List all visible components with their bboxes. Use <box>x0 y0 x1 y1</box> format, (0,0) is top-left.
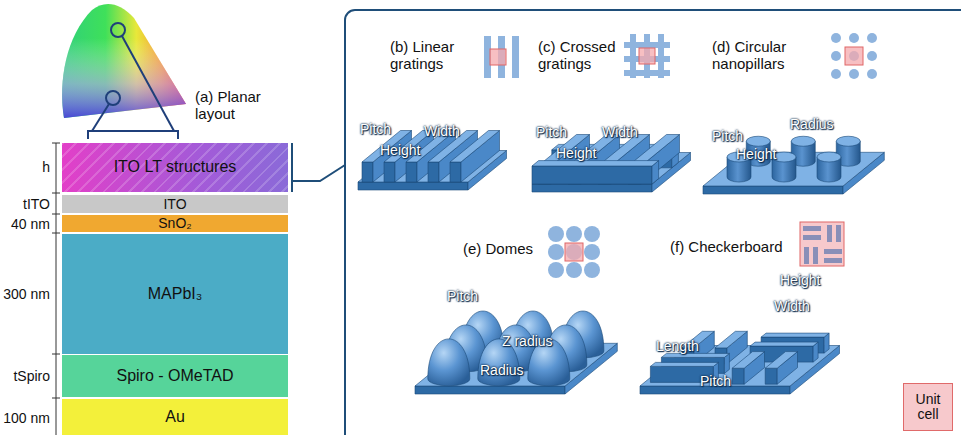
panel-title: (e) Domes <box>463 240 533 257</box>
layer-band: ITO LT structures <box>62 143 288 192</box>
dimension-label: Width <box>602 124 638 140</box>
dimension-label: Height <box>780 272 820 288</box>
unit-cell-swatch: Unit cell <box>903 383 953 431</box>
layer-band: SnO₂ <box>62 215 288 232</box>
dimension-label: Radius <box>790 116 834 132</box>
layer-band: ITO <box>62 195 288 213</box>
structure-illustrations <box>358 131 884 395</box>
thickness-label: 40 nm <box>11 216 50 232</box>
dimension-label: Pitch <box>536 124 567 140</box>
chromaticity-diagram <box>62 4 186 118</box>
layer-name: MAPbI₃ <box>148 286 203 303</box>
unit-cell-icon <box>484 36 519 78</box>
layer-band: MAPbI₃ <box>62 234 288 354</box>
layer-name: Au <box>165 409 185 426</box>
panel-title: (d) Circular nanopillars <box>712 38 822 73</box>
layer-name: ITO <box>163 197 186 212</box>
dimension-label: Width <box>774 298 810 314</box>
dimension-label: Pitch <box>700 373 731 389</box>
layer-name: SnO₂ <box>158 216 191 231</box>
dimension-label: Z radius <box>502 333 553 349</box>
dimension-label: Length <box>656 338 699 354</box>
dimension-label: Pitch <box>712 128 743 144</box>
dimension-label: Height <box>736 146 776 162</box>
structures-panel <box>345 10 961 435</box>
legend-text: Unit cell <box>904 392 952 423</box>
thickness-label: 100 nm <box>3 410 50 426</box>
layer-band: Au <box>62 399 288 435</box>
thickness-label: tSpiro <box>13 368 50 384</box>
thickness-label: 300 nm <box>3 286 50 302</box>
dimension-label: Width <box>424 123 460 139</box>
dimension-label: Radius <box>480 362 524 378</box>
panel-title: (f) Checkerboard <box>670 238 783 255</box>
thickness-label: h <box>42 159 50 175</box>
dimension-label: Height <box>556 145 596 161</box>
layer-band: Spiro - OMeTAD <box>62 355 288 397</box>
dimension-label: Pitch <box>360 121 391 137</box>
dimension-label: Height <box>380 142 420 158</box>
thickness-label: tITO <box>23 196 50 212</box>
layer-name: Spiro - OMeTAD <box>116 368 233 385</box>
layer-name: ITO LT structures <box>114 159 237 176</box>
dimension-ruler <box>52 143 60 435</box>
dimension-label: Pitch <box>447 288 478 304</box>
panel-title: (c) Crossed gratings <box>538 38 622 73</box>
panel-title: (b) Linear gratings <box>390 38 478 73</box>
panel-title: (a) Planar layout <box>195 88 277 123</box>
